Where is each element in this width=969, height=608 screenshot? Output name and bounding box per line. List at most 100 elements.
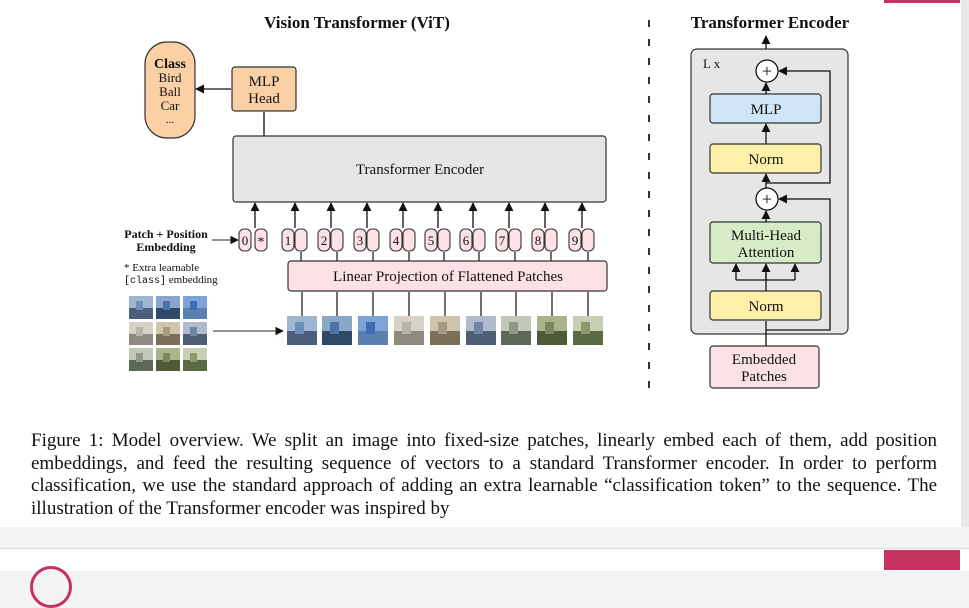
- patch-building: [287, 331, 317, 345]
- patch-position-label: Embedding: [136, 240, 195, 254]
- patch-detail: [402, 322, 411, 334]
- class-item: Ball: [159, 84, 181, 99]
- input-image-grid: [129, 296, 207, 371]
- footer-bar: [0, 548, 969, 571]
- position-embedding-pill: [281, 228, 295, 252]
- patch-position-label: Patch + Position: [124, 227, 208, 241]
- tile-detail: [136, 353, 143, 362]
- mlp-head-label: Head: [248, 91, 280, 107]
- embedded-patches-label: Patches: [741, 369, 787, 385]
- position-index-label: 0: [242, 233, 249, 248]
- patch-building: [573, 331, 603, 345]
- image-patch-tile: [156, 296, 180, 319]
- flattened-patch-row: [287, 292, 603, 345]
- patch-embedding-pill: [437, 228, 451, 252]
- tile-building: [156, 308, 180, 319]
- token-pair: 6: [459, 202, 486, 261]
- patch-building: [358, 331, 388, 345]
- patch-detail: [366, 322, 375, 334]
- tile-building: [183, 334, 207, 345]
- position-index-label: 5: [428, 233, 435, 248]
- extra-note-line1: * Extra learnable: [124, 262, 199, 274]
- patch-building: [322, 331, 352, 345]
- footer-logo-circle: [30, 566, 72, 608]
- patch-building: [537, 331, 567, 345]
- position-embedding-pill: [317, 228, 331, 252]
- position-index-label: 1: [285, 233, 292, 248]
- flattened-patch: [501, 292, 531, 345]
- image-patch-tile: [156, 348, 180, 371]
- tile-building: [156, 360, 180, 371]
- tile-detail: [190, 353, 197, 362]
- tile-detail: [163, 327, 170, 336]
- position-embedding-pill: [531, 228, 545, 252]
- token-pair: 8: [531, 202, 558, 261]
- scrollbar[interactable]: [961, 0, 969, 527]
- image-patch-tile: [129, 348, 153, 371]
- tile-detail: [163, 301, 170, 310]
- token-pair: 3: [353, 202, 380, 261]
- figure-caption: Figure 1: Model overview. We split an im…: [31, 430, 937, 519]
- patch-building: [466, 331, 496, 345]
- mlp-head-label: MLP: [249, 74, 280, 90]
- repeat-label: L x: [703, 56, 721, 71]
- patch-building: [501, 331, 531, 345]
- flattened-patch: [322, 292, 352, 345]
- token-pair: 7: [495, 202, 522, 261]
- class-heading: Class: [154, 57, 186, 72]
- tile-building: [183, 308, 207, 319]
- position-embedding-pill: [459, 228, 473, 252]
- patch-embedding-pill: [581, 228, 595, 252]
- image-patch-tile: [156, 322, 180, 345]
- image-patch-tile: [129, 296, 153, 319]
- position-index-label: 8: [535, 233, 542, 248]
- embedded-patches-box: [709, 345, 820, 389]
- patch-detail: [581, 322, 590, 334]
- position-index-label: 3: [357, 233, 364, 248]
- token-pair: 9: [568, 202, 595, 261]
- patch-detail: [509, 322, 518, 334]
- extra-note-line2: [class] embedding: [124, 274, 218, 287]
- vit-title: Vision Transformer (ViT): [264, 13, 450, 32]
- mlp-label: MLP: [751, 102, 782, 118]
- norm-top-label: Norm: [749, 152, 784, 168]
- patch-detail: [295, 322, 304, 334]
- patch-embedding-pill: [544, 228, 558, 252]
- tile-building: [183, 360, 207, 371]
- figure-diagram: Vision Transformer (ViT) Class Bird Ball…: [124, 13, 850, 389]
- transformer-encoder-box: Transformer Encoder: [232, 135, 607, 203]
- tile-detail: [136, 301, 143, 310]
- position-index-label: 6: [463, 233, 470, 248]
- embedded-patches-label: Embedded: [732, 352, 797, 368]
- position-embedding-pill: [238, 228, 252, 252]
- tile-building: [129, 360, 153, 371]
- tile-detail: [190, 327, 197, 336]
- class-token-pill: [254, 228, 268, 252]
- patch-embedding-pill: [366, 228, 380, 252]
- patch-detail: [545, 322, 554, 334]
- tile-detail: [190, 301, 197, 310]
- residual-add-top: [755, 59, 779, 83]
- class-token-marker: *: [258, 235, 265, 250]
- transformer-encoder-label: Transformer Encoder: [356, 162, 484, 178]
- image-patch-tile: [183, 322, 207, 345]
- tile-detail: [136, 327, 143, 336]
- patch-embedding-pill: [402, 228, 416, 252]
- class-item: Car: [161, 98, 180, 113]
- position-embedding-pill: [353, 228, 367, 252]
- encoder-flow-arrows: [731, 66, 831, 346]
- plus-symbol-bottom: +: [762, 189, 772, 209]
- token-pair: 4: [389, 202, 416, 261]
- position-embedding-pill: [495, 228, 509, 252]
- position-embedding-pill: [568, 228, 582, 252]
- patch-detail: [438, 322, 447, 334]
- flattened-patch: [573, 292, 603, 345]
- flattened-patch: [287, 292, 317, 345]
- patch-embedding-pill: [508, 228, 522, 252]
- position-embedding-pill: [424, 228, 438, 252]
- image-patch-tile: [129, 322, 153, 345]
- class-item: Bird: [158, 70, 182, 85]
- mlp-head-box: MLP Head: [231, 66, 297, 112]
- token-pair: 1: [281, 202, 308, 261]
- position-index-label: 2: [321, 233, 328, 248]
